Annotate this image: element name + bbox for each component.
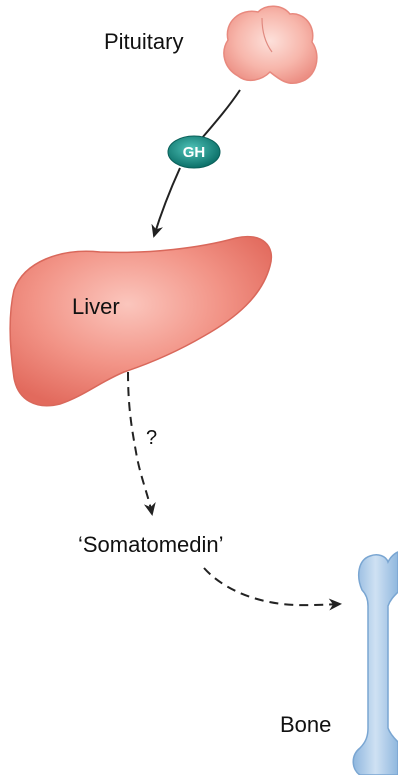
pituitary-label: Pituitary [104, 29, 183, 54]
arrow-pituitary-to-gh [202, 90, 240, 138]
liver-organ [10, 237, 271, 406]
arrow-somatomedin-to-bone [204, 568, 340, 605]
liver-label: Liver [72, 294, 120, 319]
question-mark-label: ? [146, 427, 157, 449]
pituitary-gland [224, 6, 317, 83]
bone-illustration [353, 552, 398, 775]
gh-label: GH [183, 144, 206, 161]
gh-hormone-badge: GH [168, 136, 220, 168]
bone-label: Bone [280, 712, 331, 737]
somatomedin-label: ‘Somatomedin’ [78, 532, 224, 557]
arrow-gh-to-liver [154, 168, 180, 236]
